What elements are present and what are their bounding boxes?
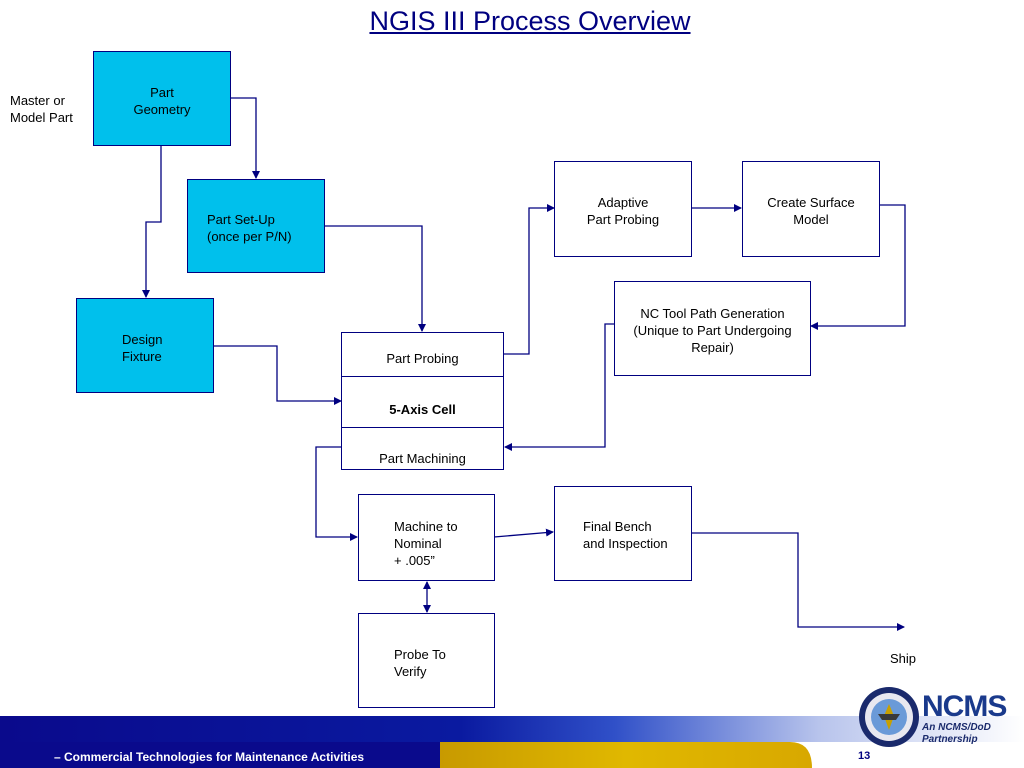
arrow-setup-to-probing bbox=[324, 225, 426, 332]
arrow-surface-to-toolpath bbox=[810, 204, 906, 330]
adaptive-probing-box: Adaptive Part Probing bbox=[554, 161, 692, 257]
arrow-fixture-to-cell bbox=[213, 345, 342, 405]
five-axis-cell-box: 5-Axis Cell bbox=[341, 376, 504, 428]
part-machining-text: Part Machining bbox=[379, 451, 466, 466]
ship-label: Ship bbox=[890, 651, 917, 666]
part-setup-text: Part Set-Up (once per P/N) bbox=[207, 212, 292, 244]
part-probing-box: Part Probing bbox=[341, 332, 504, 377]
part-setup-box: Part Set-Up (once per P/N) bbox=[187, 179, 325, 273]
page-number: 13 bbox=[858, 750, 871, 762]
arrow-nominal-to-bench bbox=[493, 528, 554, 538]
five-axis-cell-text: 5-Axis Cell bbox=[389, 402, 456, 417]
arrow-geometry-to-fixture bbox=[142, 145, 162, 298]
part-geometry-box: Part Geometry bbox=[93, 51, 231, 146]
footer-band bbox=[0, 716, 1024, 768]
part-probing-text: Part Probing bbox=[386, 351, 459, 366]
final-bench-box: Final Bench and Inspection bbox=[554, 486, 692, 581]
machine-nominal-text: Machine to Nominal + .005” bbox=[394, 519, 458, 568]
create-surface-box: Create Surface Model bbox=[742, 161, 880, 257]
arrow-machining-to-nominal bbox=[315, 446, 358, 541]
ncms-tagline: An NCMS/DoD Partnership bbox=[922, 722, 991, 745]
probe-verify-text: Probe To Verify bbox=[394, 647, 446, 679]
arrow-probing-to-adaptive bbox=[503, 204, 555, 355]
create-surface-text: Create Surface Model bbox=[767, 195, 855, 227]
part-geometry-text: Part Geometry bbox=[133, 85, 191, 117]
arrow-geometry-to-setup bbox=[230, 97, 260, 179]
dod-seal-icon bbox=[859, 687, 919, 747]
master-part-label: Master or Model Part bbox=[10, 93, 73, 125]
design-fixture-text: Design Fixture bbox=[122, 332, 163, 364]
machine-nominal-box: Machine to Nominal + .005” bbox=[358, 494, 495, 581]
arrow-bench-to-ship bbox=[691, 532, 905, 631]
arrow-toolpath-to-machining bbox=[504, 323, 614, 451]
part-machining-box: Part Machining bbox=[341, 427, 504, 470]
probe-verify-box: Probe To Verify bbox=[358, 613, 495, 708]
nc-toolpath-box: NC Tool Path Generation (Unique to Part … bbox=[614, 281, 811, 376]
final-bench-text: Final Bench and Inspection bbox=[583, 519, 668, 551]
page-title: NGIS III Process Overview bbox=[369, 6, 691, 36]
adaptive-probing-text: Adaptive Part Probing bbox=[586, 195, 660, 227]
ncms-logo: NCMS bbox=[922, 690, 1007, 723]
design-fixture-box: Design Fixture bbox=[76, 298, 214, 393]
nc-toolpath-text: NC Tool Path Generation (Unique to Part … bbox=[633, 306, 792, 355]
footer-text: – Commercial Technologies for Maintenanc… bbox=[54, 750, 365, 764]
